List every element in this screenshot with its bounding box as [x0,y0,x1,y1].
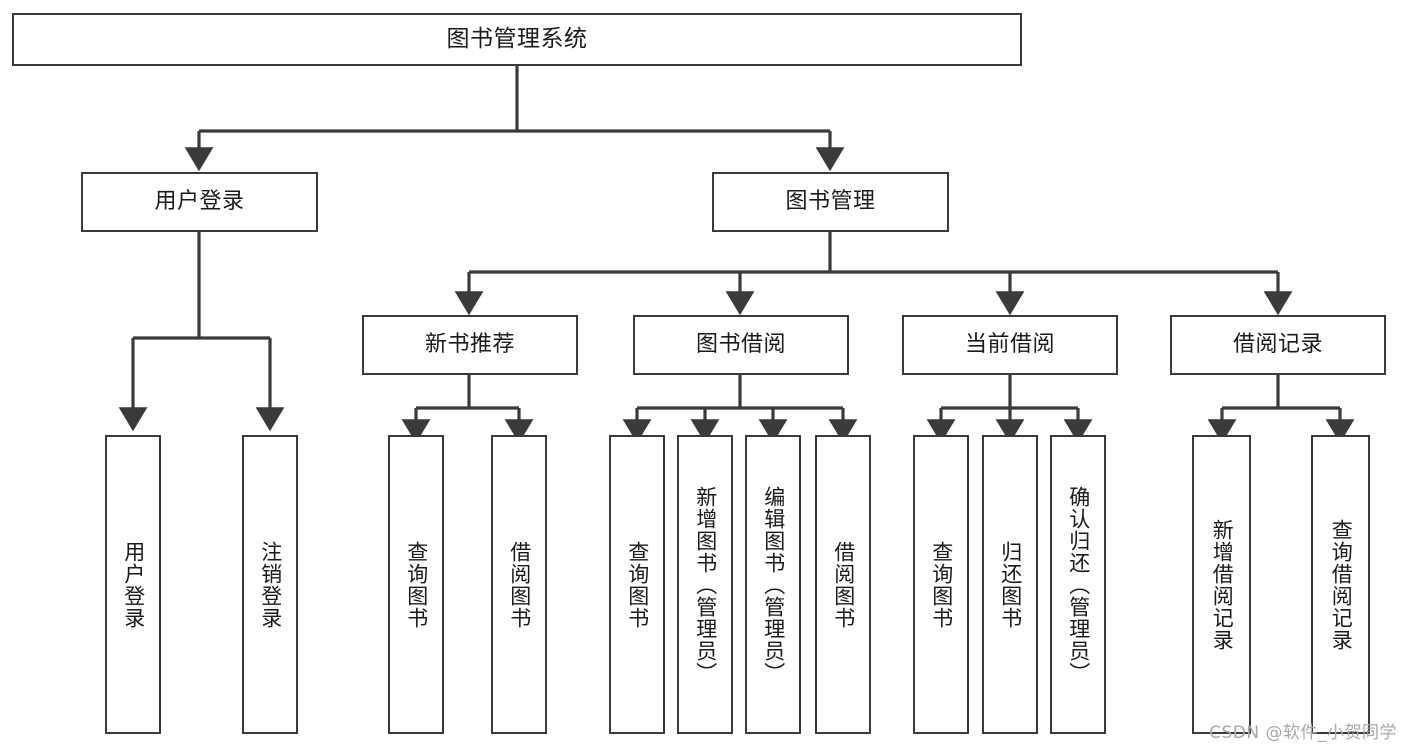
node-label: 借阅图书 [831,540,856,629]
node-book-management[interactable]: 图书管理 [712,172,949,232]
node-label: 图书管理系统 [446,25,588,52]
node-label: 编辑图书（管理员） [761,485,786,684]
node-leaf-add-book-admin[interactable]: 新增图书（管理员） [677,435,733,734]
node-leaf-logout[interactable]: 注销登录 [242,435,298,734]
node-new-book-recommend[interactable]: 新书推荐 [362,315,578,375]
node-leaf-query-book-new[interactable]: 查询图书 [388,435,444,734]
node-current-borrow[interactable]: 当前借阅 [902,315,1118,375]
node-leaf-add-borrow-record[interactable]: 新增借阅记录 [1192,435,1251,734]
node-label: 查询借阅记录 [1329,518,1354,651]
node-leaf-borrow-book-new[interactable]: 借阅图书 [491,435,547,734]
node-borrow-record[interactable]: 借阅记录 [1170,315,1386,375]
node-label: 新增图书（管理员） [693,485,718,684]
node-user-login[interactable]: 用户登录 [81,172,318,232]
node-label: 借阅图书 [507,540,532,629]
node-leaf-query-book-current[interactable]: 查询图书 [913,435,969,734]
node-leaf-query-borrow-record[interactable]: 查询借阅记录 [1311,435,1370,734]
node-label: 新增借阅记录 [1210,518,1235,651]
node-leaf-return-book[interactable]: 归还图书 [982,435,1038,734]
node-label: 查询图书 [404,540,429,629]
node-label: 用户登录 [121,540,146,629]
node-leaf-user-login[interactable]: 用户登录 [105,435,161,734]
node-label: 借阅记录 [1232,332,1323,358]
node-leaf-borrow-book[interactable]: 借阅图书 [815,435,871,734]
node-label: 注销登录 [258,540,283,629]
node-label: 图书借阅 [695,332,786,358]
node-label: 确认归还（管理员） [1066,485,1091,684]
node-leaf-edit-book-admin[interactable]: 编辑图书（管理员） [745,435,801,734]
node-label: 查询图书 [625,540,650,629]
node-label: 用户登录 [154,189,245,215]
node-label: 当前借阅 [964,332,1055,358]
node-label: 图书管理 [785,189,876,215]
node-book-borrow[interactable]: 图书借阅 [633,315,849,375]
node-label: 归还图书 [998,540,1023,629]
node-leaf-query-book-borrow[interactable]: 查询图书 [609,435,665,734]
node-root-system[interactable]: 图书管理系统 [12,13,1022,66]
node-label: 新书推荐 [424,332,515,358]
csdn-watermark: CSDN @软件_小贺同学 [1209,723,1397,743]
node-label: 查询图书 [929,540,954,629]
node-leaf-confirm-return-admin[interactable]: 确认归还（管理员） [1050,435,1106,734]
